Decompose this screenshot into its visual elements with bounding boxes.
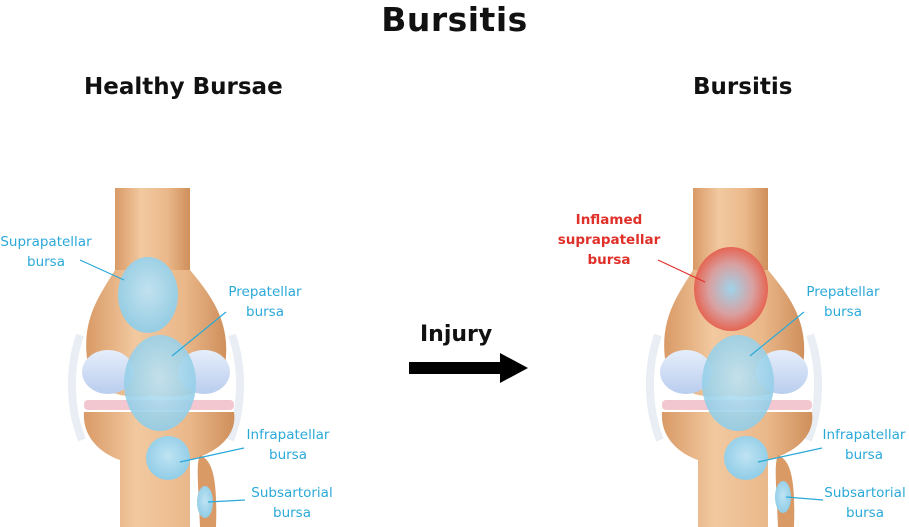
label-inflamed-suprapatellar: Inflamed suprapatellar bursa (557, 212, 661, 268)
prepatellar-bursa (124, 335, 196, 431)
bursitis-knee (650, 188, 824, 527)
healthy-subtitle: Healthy Bursae (84, 74, 283, 100)
leader-line (749, 311, 805, 357)
bursitis-subtitle: Bursitis (693, 74, 793, 100)
injury-label: Injury (420, 322, 493, 347)
subsartorial-bursa (775, 481, 791, 513)
infrapatellar-bursa (146, 436, 190, 480)
leader-line (179, 447, 245, 463)
leader-line (757, 447, 823, 463)
leader-line (785, 496, 824, 501)
subsartorial-bursa (197, 486, 213, 518)
label-subsartorial-left: Subsartorial bursa (251, 485, 333, 521)
label-suprapatellar-left: Suprapatellar bursa (0, 234, 92, 270)
healthy-knee (72, 188, 246, 527)
leader-line (171, 311, 227, 357)
injury-arrow (409, 353, 528, 383)
page-title: Bursitis (381, 0, 528, 39)
suprapatellar-bursa (118, 257, 178, 333)
label-subsartorial-right: Subsartorial bursa (824, 485, 906, 521)
leader-line (79, 259, 125, 281)
inflamed-suprapatellar-bursa (694, 247, 768, 331)
label-prepatellar-right: Prepatellar bursa (806, 284, 880, 320)
leader-line (207, 499, 246, 503)
leader-line (657, 259, 706, 283)
label-prepatellar-left: Prepatellar bursa (228, 284, 302, 320)
prepatellar-bursa (702, 335, 774, 431)
label-infrapatellar-left: Infrapatellar bursa (246, 427, 330, 463)
label-infrapatellar-right: Infrapatellar bursa (822, 427, 906, 463)
infrapatellar-bursa (724, 436, 768, 480)
